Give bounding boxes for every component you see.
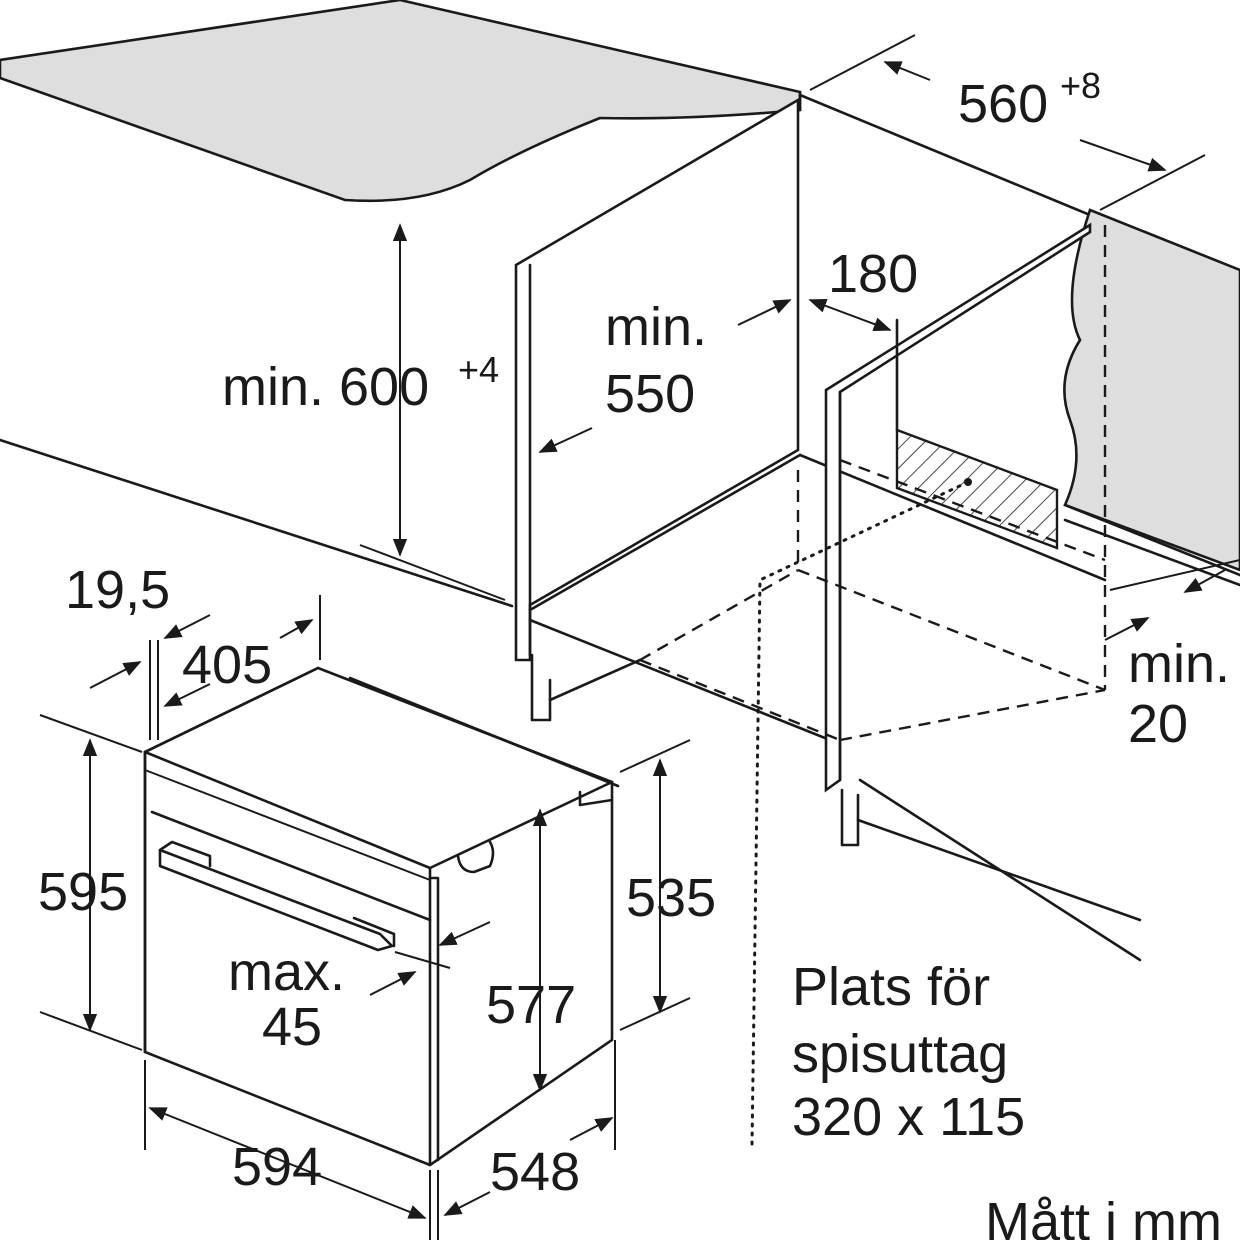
label-rail-depth: 405 xyxy=(182,635,272,695)
label-rear-gap-line1: min. xyxy=(1128,634,1230,694)
cabinet-side-panel xyxy=(514,97,800,662)
label-oven-height: 595 xyxy=(38,862,128,922)
label-oven-inner-height: 577 xyxy=(486,975,576,1035)
label-depth-min-line1: min. xyxy=(605,297,707,357)
socket-area xyxy=(750,318,1059,1147)
label-socket-offset: 180 xyxy=(828,244,918,304)
label-opening-width-tolerance: +8 xyxy=(1060,65,1101,106)
dimension-labels: 560 +8 min. 600 +4 min. 550 180 min. 20 … xyxy=(38,65,1230,1240)
label-socket-line2: spisuttag xyxy=(792,1024,1008,1084)
label-opening-width: 560 xyxy=(958,74,1048,134)
label-opening-height-tolerance: +4 xyxy=(458,349,499,390)
oven xyxy=(143,666,620,1167)
label-opening-height: min. 600 xyxy=(222,357,429,417)
label-units-note: Mått i mm xyxy=(985,1192,1222,1240)
label-rear-gap-line2: 20 xyxy=(1128,694,1188,754)
label-oven-width: 594 xyxy=(232,1137,322,1197)
label-front-thickness: 19,5 xyxy=(65,560,170,620)
label-handle-line2: 45 xyxy=(262,997,322,1057)
label-handle-line1: max. xyxy=(228,942,345,1002)
label-oven-body-height: 535 xyxy=(626,868,716,928)
back-wall xyxy=(1063,208,1240,587)
label-socket-line3: 320 x 115 xyxy=(792,1087,1025,1147)
cabinet-base xyxy=(0,93,1107,742)
dimension-lines xyxy=(39,34,1240,1240)
label-socket-line1: Plats för xyxy=(792,957,990,1017)
label-oven-depth: 548 xyxy=(490,1142,580,1202)
label-depth-min-line2: 550 xyxy=(605,364,695,424)
